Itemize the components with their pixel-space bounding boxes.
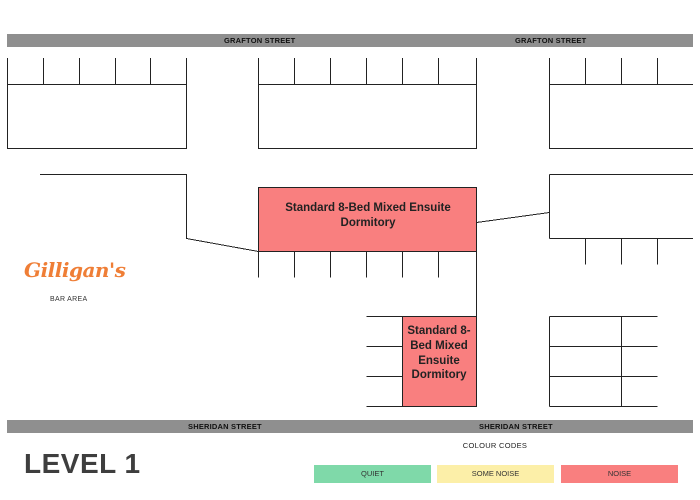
grafton-street-bar: GRAFTON STREET GRAFTON STREET — [7, 34, 693, 47]
logo-wordmark: Gilligan's — [24, 258, 126, 282]
noise-room-large — [258, 187, 477, 252]
grafton-street-label-left: GRAFTON STREET — [224, 36, 296, 45]
legend-quiet: QUIET — [314, 465, 431, 483]
grafton-street-label-right: GRAFTON STREET — [515, 36, 587, 45]
level-title: LEVEL 1 — [24, 448, 141, 479]
top-right-block — [549, 58, 693, 149]
right-middle-block — [549, 174, 693, 265]
middle-room-row — [258, 251, 477, 278]
right-connector-wall — [476, 212, 550, 223]
room-label-small: Standard 8-Bed Mixed Ensuite Dormitory — [407, 325, 471, 382]
sheridan-street-label-right: SHERIDAN STREET — [479, 422, 553, 431]
lower-middle-lines — [366, 316, 403, 407]
gilligans-logo: Gilligan's — [24, 256, 126, 288]
top-left-block — [7, 58, 187, 149]
legend-noise: NOISE — [561, 465, 678, 483]
bar-area-caption: BAR AREA — [50, 296, 88, 303]
top-middle-block — [258, 58, 477, 149]
sheridan-street-bar: SHERIDAN STREET SHERIDAN STREET — [7, 420, 693, 433]
left-corridor-wall — [40, 174, 259, 252]
sheridan-street-label-left: SHERIDAN STREET — [188, 422, 262, 431]
colour-codes-title: COLOUR CODES — [462, 441, 528, 450]
noise-room-small — [402, 316, 477, 407]
legend-some-noise: SOME NOISE — [437, 465, 554, 483]
room-label-large: Standard 8-Bed Mixed Ensuite Dormitory — [285, 202, 451, 229]
right-lower-block — [549, 316, 658, 407]
